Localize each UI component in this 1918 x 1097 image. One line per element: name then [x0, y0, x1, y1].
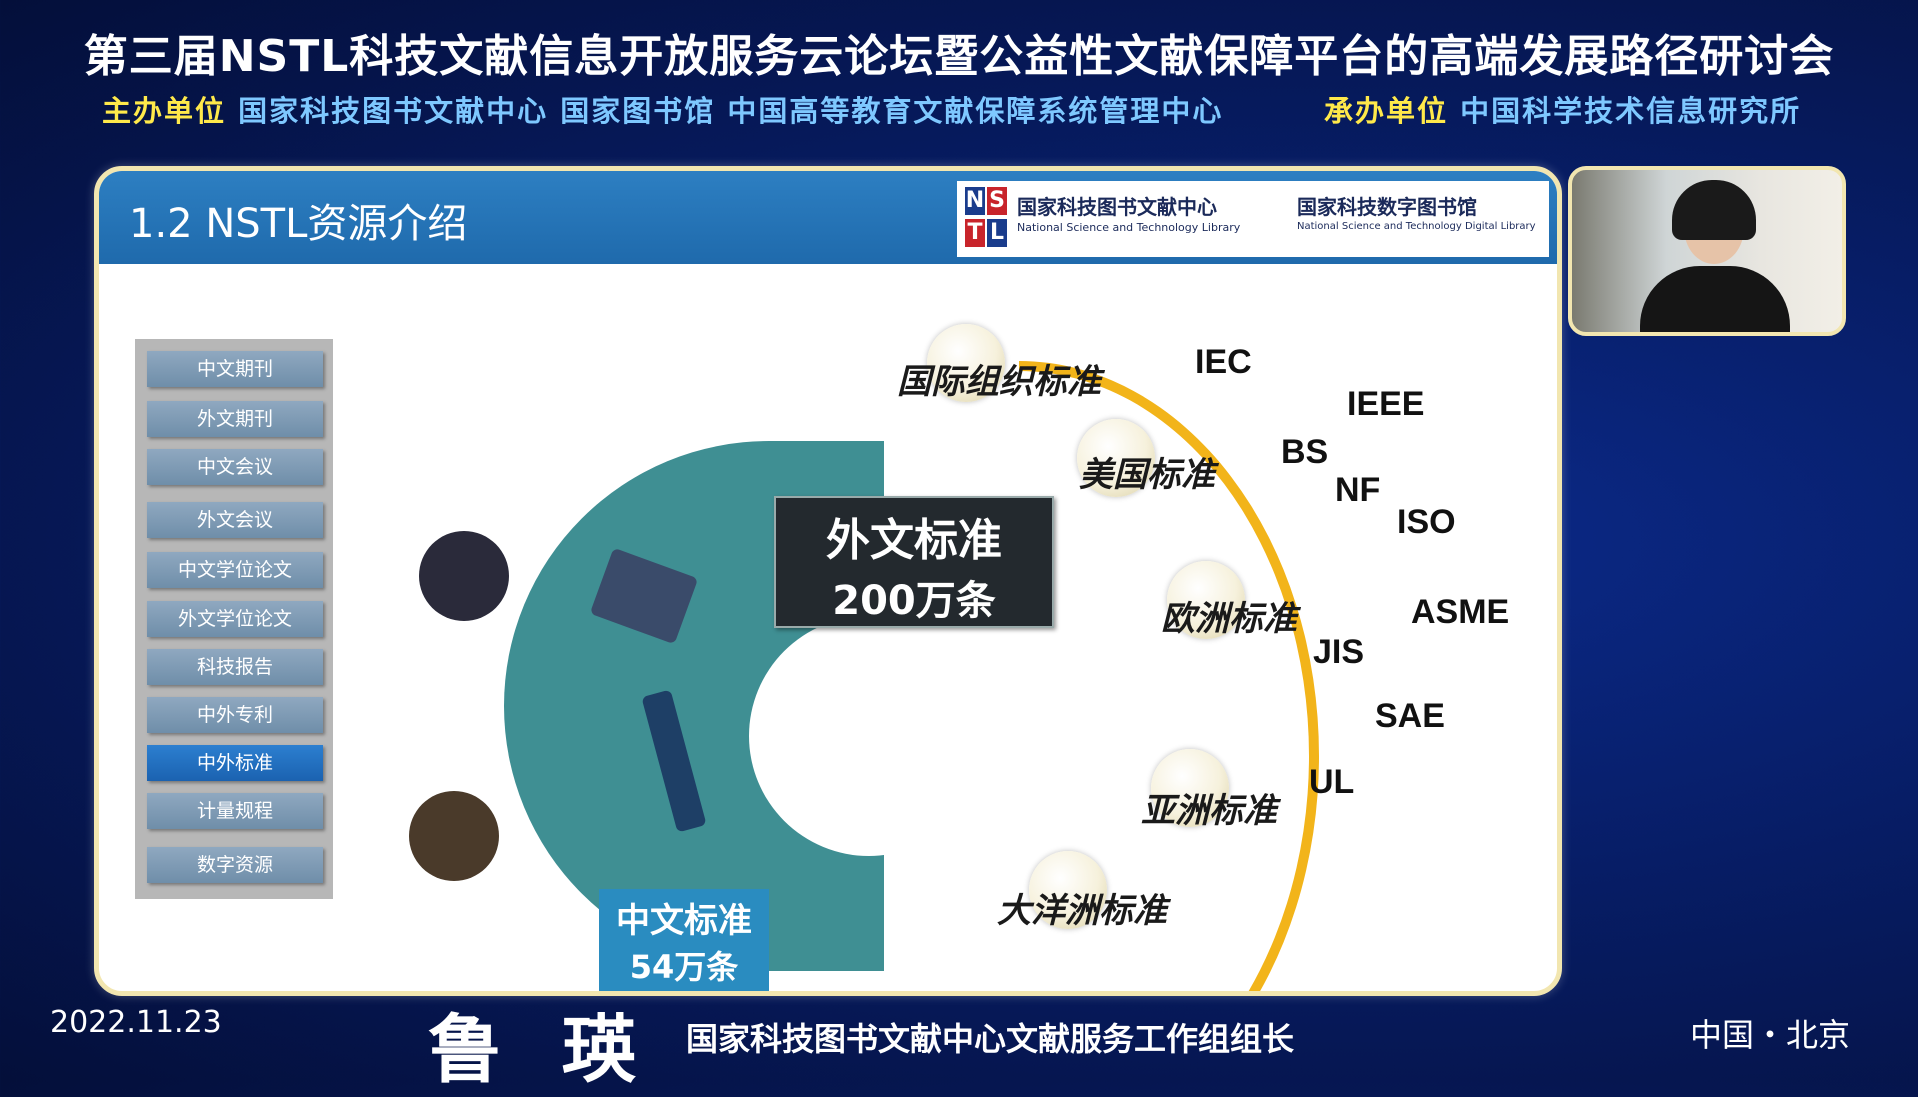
- event-location: 中国・北京: [1690, 1016, 1851, 1054]
- sidebar-item-chinese-journals[interactable]: 中文期刊: [147, 351, 323, 387]
- sidebar-item-chinese-conferences[interactable]: 中文会议: [147, 449, 323, 485]
- ring-node: [927, 324, 1005, 402]
- speaker-hair: [1672, 180, 1756, 240]
- speaker-body: [1640, 266, 1790, 332]
- sidebar-item-foreign-theses[interactable]: 外文学位论文: [147, 601, 323, 637]
- foreign-standards-box: 外文标准 200万条: [774, 496, 1054, 628]
- standard-code: BS: [1281, 433, 1329, 471]
- logo-letter: S: [987, 187, 1007, 215]
- person-illustration: [409, 791, 499, 881]
- sidebar-item-standards[interactable]: 中外标准: [147, 745, 323, 781]
- sidebar-item-foreign-conferences[interactable]: 外文会议: [147, 502, 323, 538]
- sidebar-item-foreign-journals[interactable]: 外文期刊: [147, 401, 323, 437]
- ring-node: [1029, 851, 1107, 929]
- standard-code: IEC: [1195, 343, 1252, 381]
- nstl-logo-mark: N S T L: [965, 187, 1009, 249]
- standard-code: ASME: [1411, 593, 1510, 631]
- chinese-standards-label: 中文标准: [616, 901, 752, 941]
- ring-label-oceania: 大洋洲标准: [997, 891, 1167, 931]
- resource-sidebar: 中文期刊 外文期刊 中文会议 外文会议 中文学位论文 外文学位论文 科技报告 中…: [135, 339, 333, 899]
- speaker-name: 鲁瑛: [428, 1007, 696, 1093]
- logo-org1-cn: 国家科技图书文献中心: [1017, 195, 1217, 219]
- organizer-names: 国家科技图书文献中心 国家图书馆 中国高等教育文献保障系统管理中心: [238, 94, 1224, 128]
- slide-title: 1.2 NSTL资源介绍: [129, 201, 468, 247]
- ring-label-europe: 欧洲标准: [1161, 599, 1297, 639]
- sidebar-item-digital-resources[interactable]: 数字资源: [147, 847, 323, 883]
- sidebar-item-tech-reports[interactable]: 科技报告: [147, 649, 323, 685]
- organizer-label: 主办单位: [102, 94, 227, 128]
- speaker-webcam: [1568, 166, 1846, 336]
- standard-code: NF: [1335, 471, 1381, 509]
- ring-label-usa: 美国标准: [1079, 455, 1215, 495]
- host-name: 中国科学技术信息研究所: [1460, 94, 1802, 128]
- conference-title: 第三届NSTL科技文献信息开放服务云论坛暨公益性文献保障平台的高端发展路径研讨会: [83, 31, 1835, 82]
- ring-node: [1077, 419, 1155, 497]
- foreign-standards-count: 200万条: [832, 578, 996, 624]
- chinese-standards-box: 中文标准 54万条: [599, 889, 769, 991]
- logo-letter: T: [965, 219, 985, 247]
- sidebar-item-chinese-theses[interactable]: 中文学位论文: [147, 552, 323, 588]
- event-date: 2022.11.23: [50, 1005, 222, 1040]
- standard-code: JIS: [1313, 633, 1365, 671]
- standard-code: UL: [1309, 763, 1355, 801]
- logo-org2-en: National Science and Technology Digital …: [1297, 221, 1536, 232]
- host-label: 承办单位: [1324, 94, 1449, 128]
- ring-label-asia: 亚洲标准: [1141, 791, 1277, 831]
- organizers-line: 主办单位 国家科技图书文献中心 国家图书馆 中国高等教育文献保障系统管理中心: [102, 88, 1223, 130]
- standard-code: IEEE: [1347, 385, 1425, 423]
- logo-letter: L: [987, 219, 1007, 247]
- foreign-standards-label: 外文标准: [826, 515, 1002, 566]
- chinese-standards-count: 54万条: [629, 948, 739, 986]
- logo-letter: N: [965, 187, 985, 215]
- slide-header: 1.2 NSTL资源介绍 N S T L 国家科技图书文献中心 National…: [99, 171, 1557, 264]
- logo-org2-cn: 国家科技数字图书馆: [1297, 195, 1477, 219]
- standard-code: ISO: [1397, 503, 1456, 541]
- logo-org1-en: National Science and Technology Library: [1017, 221, 1241, 234]
- presentation-slide: 1.2 NSTL资源介绍 N S T L 国家科技图书文献中心 National…: [94, 166, 1562, 996]
- sidebar-item-patents[interactable]: 中外专利: [147, 697, 323, 733]
- person-illustration: [419, 531, 509, 621]
- sidebar-item-metrology[interactable]: 计量规程: [147, 793, 323, 829]
- standard-code: SAE: [1375, 697, 1445, 735]
- desk-cutout: [749, 616, 989, 856]
- host-line: 承办单位 中国科学技术信息研究所: [1324, 88, 1801, 130]
- ring-node: [1151, 749, 1229, 827]
- ring-node: [1167, 561, 1245, 639]
- ring-label-international: 国际组织标准: [897, 362, 1101, 402]
- speaker-role: 国家科技图书文献中心文献服务工作组组长: [686, 1020, 1295, 1058]
- nstl-logo: N S T L 国家科技图书文献中心 National Science and …: [957, 181, 1549, 257]
